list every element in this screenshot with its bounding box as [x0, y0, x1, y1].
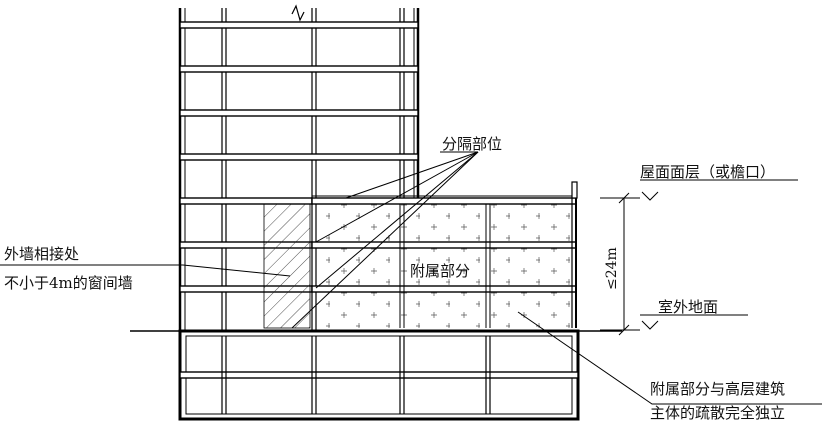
height-dimension [600, 192, 640, 336]
window-wall-label: 不小于4m的窗间墙 [4, 274, 133, 292]
ground-level-marker [641, 320, 659, 330]
annex-block [311, 181, 578, 328]
roof-level-marker [641, 191, 659, 201]
height-limit-label: ≤24m [604, 247, 620, 290]
wall-junction-label: 外墙相接处 [4, 245, 79, 263]
note-line-2: 主体的疏散完全独立 [650, 404, 785, 422]
tower-floor-slabs [179, 21, 419, 293]
roof-level-label: 屋面面层（或檐口） [640, 163, 775, 181]
break-mark [291, 4, 305, 22]
window-wall-hatch [263, 203, 311, 329]
level-markers [641, 191, 659, 330]
note-line-1: 附属部分与高层建筑 [650, 380, 785, 398]
junction-leader [0, 264, 291, 277]
basement-block [178, 329, 580, 421]
leader-lines [0, 151, 822, 405]
high-rise-tower [178, 4, 420, 330]
partition-label: 分隔部位 [442, 135, 502, 153]
note-leader [517, 311, 822, 405]
outdoor-ground-label: 室外地面 [658, 298, 718, 316]
annex-label: 附属部分 [410, 262, 470, 280]
